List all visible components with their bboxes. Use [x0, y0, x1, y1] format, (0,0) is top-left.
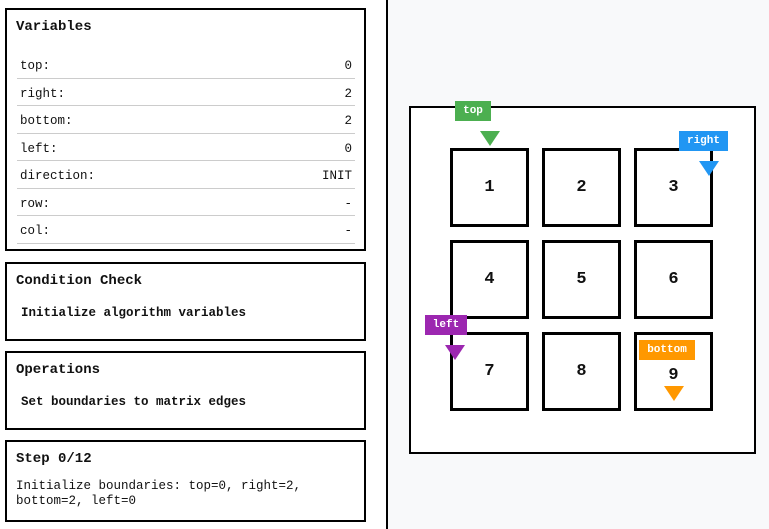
step-text: Initialize boundaries: top=0, right=2, b… — [16, 479, 302, 508]
variable-row: col: - — [17, 216, 355, 244]
matrix-cell: 8 — [542, 332, 621, 411]
right-marker-arrow-icon — [699, 161, 719, 176]
condition-text: Initialize algorithm variables — [21, 306, 247, 320]
left-marker-label: left — [425, 315, 467, 335]
variable-value: 2 — [344, 86, 352, 101]
bottom-marker-arrow-icon — [664, 386, 684, 401]
matrix-cell: 5 — [542, 240, 621, 319]
divider — [386, 0, 388, 529]
variable-row: direction: INIT — [17, 161, 355, 189]
condition-panel: Condition Check Initialize algorithm var… — [5, 262, 366, 341]
step-title: Step 0/12 — [16, 451, 92, 467]
variable-key: col: — [20, 224, 51, 238]
matrix-cell: 6 — [634, 240, 713, 319]
top-marker-label: top — [455, 101, 491, 121]
variable-key: right: — [20, 86, 66, 101]
operations-title: Operations — [16, 362, 101, 378]
variable-value: 0 — [344, 59, 352, 73]
variables-panel: Variables top:0 right:2 bottom:2 left:0 … — [5, 8, 366, 251]
variable-row: left: 0 — [17, 134, 355, 161]
operations-text: Set boundaries to matrix edges — [21, 395, 247, 409]
variable-value: - — [344, 196, 352, 211]
left-marker-arrow-icon — [445, 345, 465, 360]
variable-row: row: - — [17, 189, 355, 216]
variable-key: left: — [20, 141, 58, 156]
matrix-cell: 7 — [450, 332, 529, 411]
operations-panel: Operations Set boundaries to matrix edge… — [5, 351, 366, 430]
condition-title: Condition Check — [16, 273, 143, 289]
variable-key: top: — [20, 59, 51, 73]
variable-row: bottom: 2 — [17, 106, 355, 134]
variable-value: INIT — [321, 169, 352, 183]
variable-row: top: 0 — [17, 51, 355, 79]
variable-value: 0 — [344, 141, 352, 156]
matrix-cell: 3 — [634, 148, 713, 227]
step-panel: Step 0/12 Initialize boundaries: top=0, … — [5, 440, 366, 522]
variable-key: row: — [20, 196, 51, 211]
variable-value: - — [344, 224, 352, 238]
top-marker-arrow-icon — [480, 131, 500, 146]
variable-key: direction: — [20, 169, 96, 183]
matrix-cell: 1 — [450, 148, 529, 227]
matrix-cell: 2 — [542, 148, 621, 227]
matrix-cell: 4 — [450, 240, 529, 319]
variables-title: Variables — [16, 19, 92, 35]
variable-value: 2 — [344, 114, 352, 128]
right-marker-label: right — [679, 131, 728, 151]
bottom-marker-label: bottom — [639, 340, 695, 360]
variable-row: right: 2 — [17, 79, 355, 106]
variable-key: bottom: — [20, 114, 73, 128]
